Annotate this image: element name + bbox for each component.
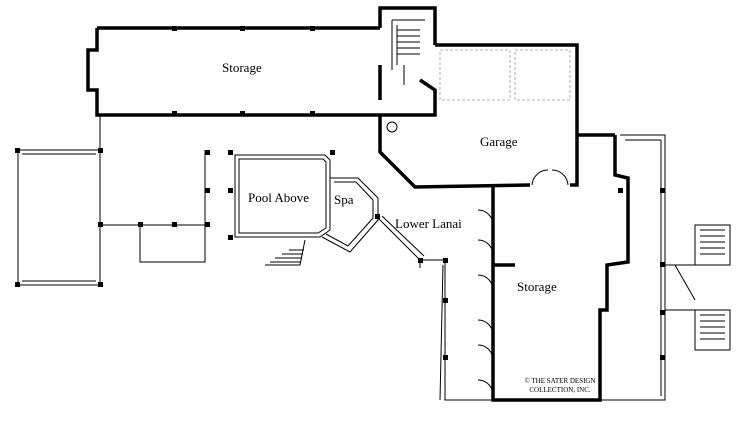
garage-door-swing (531, 169, 569, 186)
room-label-spa: Spa (334, 192, 354, 207)
left-porch (17, 115, 206, 286)
copyright-line-2: COLLECTION, INC. (529, 386, 591, 394)
lower-storage-walls (491, 135, 630, 402)
room-label-storage-upper: Storage (222, 60, 262, 75)
upper-storage-walls (86, 26, 380, 117)
water-heater (386, 121, 398, 133)
copyright-notice: © THE SATER DESIGN COLLECTION, INC. (505, 377, 615, 395)
room-label-storage-lower: Storage (517, 279, 557, 294)
spa-outline (321, 177, 379, 253)
copyright-line-1: © THE SATER DESIGN (524, 377, 596, 385)
right-deck (600, 134, 695, 401)
lanai-doors (477, 209, 494, 396)
room-label-garage: Garage (480, 134, 518, 149)
garage-walls (378, 43, 615, 189)
stairs (391, 19, 425, 85)
garage-doors (439, 49, 571, 101)
right-stairs (674, 224, 731, 351)
room-label-lanai: Lower Lanai (395, 216, 462, 231)
lanai-railing (377, 215, 493, 401)
room-label-pool: Pool Above (248, 190, 310, 205)
pool-stairs (265, 239, 306, 266)
pool-outline (234, 154, 331, 238)
stair-room-walls (378, 6, 437, 117)
